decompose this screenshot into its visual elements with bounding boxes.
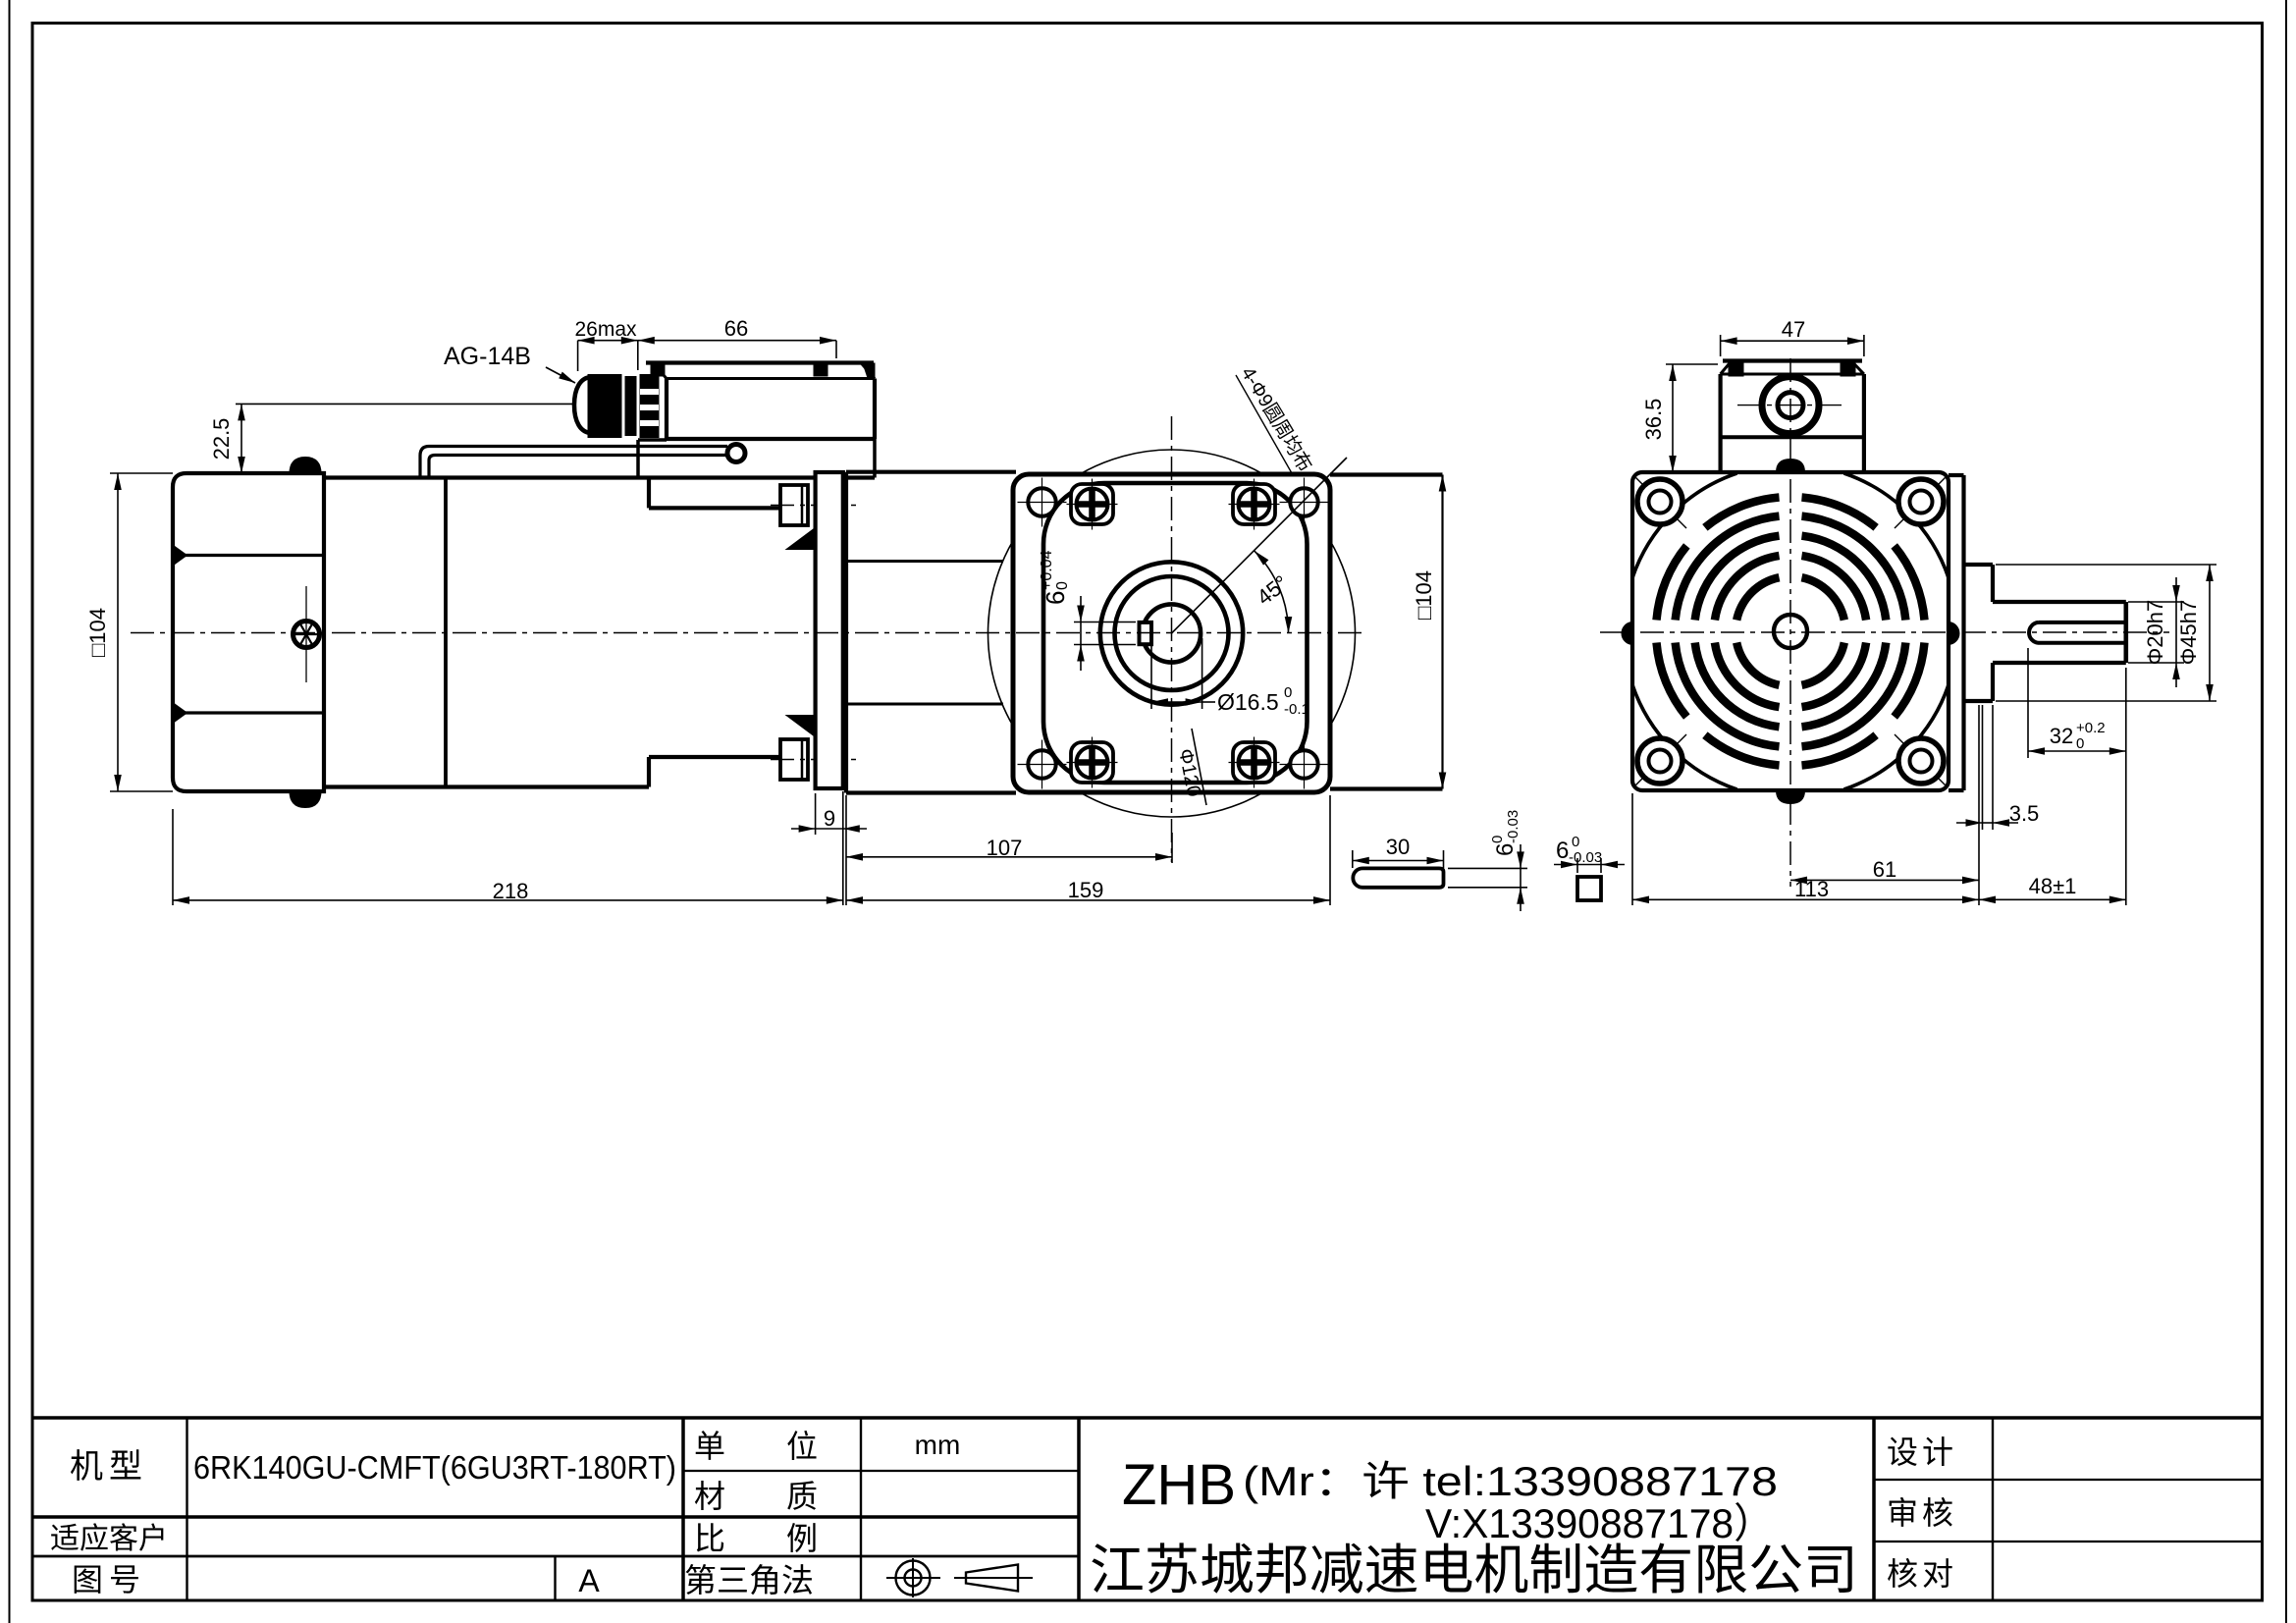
svg-text:-0.1: -0.1 (1284, 701, 1309, 718)
svg-text:6RK140GU-CMFT(6GU3RT-180RT): 6RK140GU-CMFT(6GU3RT-180RT) (193, 1449, 676, 1486)
svg-text:30: 30 (1386, 835, 1410, 859)
svg-text:107: 107 (987, 836, 1023, 860)
svg-text:159: 159 (1068, 878, 1104, 902)
svg-text:ZHB: ZHB (1122, 1453, 1236, 1517)
svg-text:质: 质 (786, 1479, 818, 1514)
svg-text:-0.03: -0.03 (1505, 810, 1522, 843)
svg-text:113: 113 (1794, 877, 1829, 901)
svg-text:适应客户: 适应客户 (50, 1523, 168, 1555)
svg-text:V:X13390887178）: V:X13390887178） (1425, 1500, 1774, 1546)
svg-text:6: 6 (1556, 838, 1569, 864)
svg-text:0: 0 (2076, 735, 2084, 752)
svg-text:9: 9 (824, 806, 835, 831)
svg-text:核对: 核对 (1887, 1556, 1957, 1592)
svg-text:32: 32 (2050, 724, 2073, 748)
svg-text:AG-14B: AG-14B (444, 343, 531, 370)
svg-text:61: 61 (1873, 857, 1896, 882)
svg-text:(Mr：许 tel:13390887178: (Mr：许 tel:13390887178 (1243, 1458, 1778, 1504)
svg-text:□104: □104 (1412, 570, 1436, 620)
svg-text:47: 47 (1782, 317, 1805, 342)
svg-text:0: 0 (1489, 836, 1506, 843)
svg-text:机型: 机型 (70, 1448, 148, 1486)
svg-text:+0.04: +0.04 (1039, 550, 1055, 590)
svg-text:材: 材 (694, 1479, 725, 1514)
svg-text:第三角法: 第三角法 (684, 1562, 814, 1598)
svg-text:36.5: 36.5 (1641, 399, 1666, 441)
svg-text:Ø16.5: Ø16.5 (1217, 689, 1279, 715)
svg-text:26max: 26max (574, 318, 637, 341)
svg-text:例: 例 (786, 1521, 818, 1556)
svg-text:位: 位 (786, 1429, 818, 1464)
svg-text:6: 6 (1041, 591, 1070, 605)
svg-text:22.5: 22.5 (209, 418, 234, 460)
svg-text:-0.03: -0.03 (1569, 849, 1602, 866)
svg-text:mm: mm (915, 1430, 961, 1460)
svg-text:66: 66 (724, 316, 748, 341)
svg-text:A: A (578, 1563, 600, 1598)
svg-text:6: 6 (1492, 843, 1519, 856)
svg-text:设计: 设计 (1887, 1434, 1957, 1470)
svg-text:图号: 图号 (72, 1562, 146, 1597)
svg-text:□104: □104 (85, 608, 110, 657)
svg-text:单: 单 (694, 1429, 725, 1464)
svg-text:0: 0 (1284, 684, 1292, 701)
svg-text:+0.2: +0.2 (2076, 720, 2106, 736)
svg-text:218: 218 (493, 879, 529, 903)
svg-text:0: 0 (1054, 581, 1071, 590)
svg-text:审核: 审核 (1887, 1495, 1957, 1531)
svg-text:江苏城邦减速电机制造有限公司: 江苏城邦减速电机制造有限公司 (1090, 1540, 1858, 1600)
svg-text:0: 0 (1572, 834, 1579, 850)
svg-text:3.5: 3.5 (2009, 801, 2040, 826)
svg-text:48±1: 48±1 (2029, 874, 2077, 898)
svg-text:Φ45h7: Φ45h7 (2176, 600, 2201, 666)
svg-text:比: 比 (694, 1521, 725, 1556)
